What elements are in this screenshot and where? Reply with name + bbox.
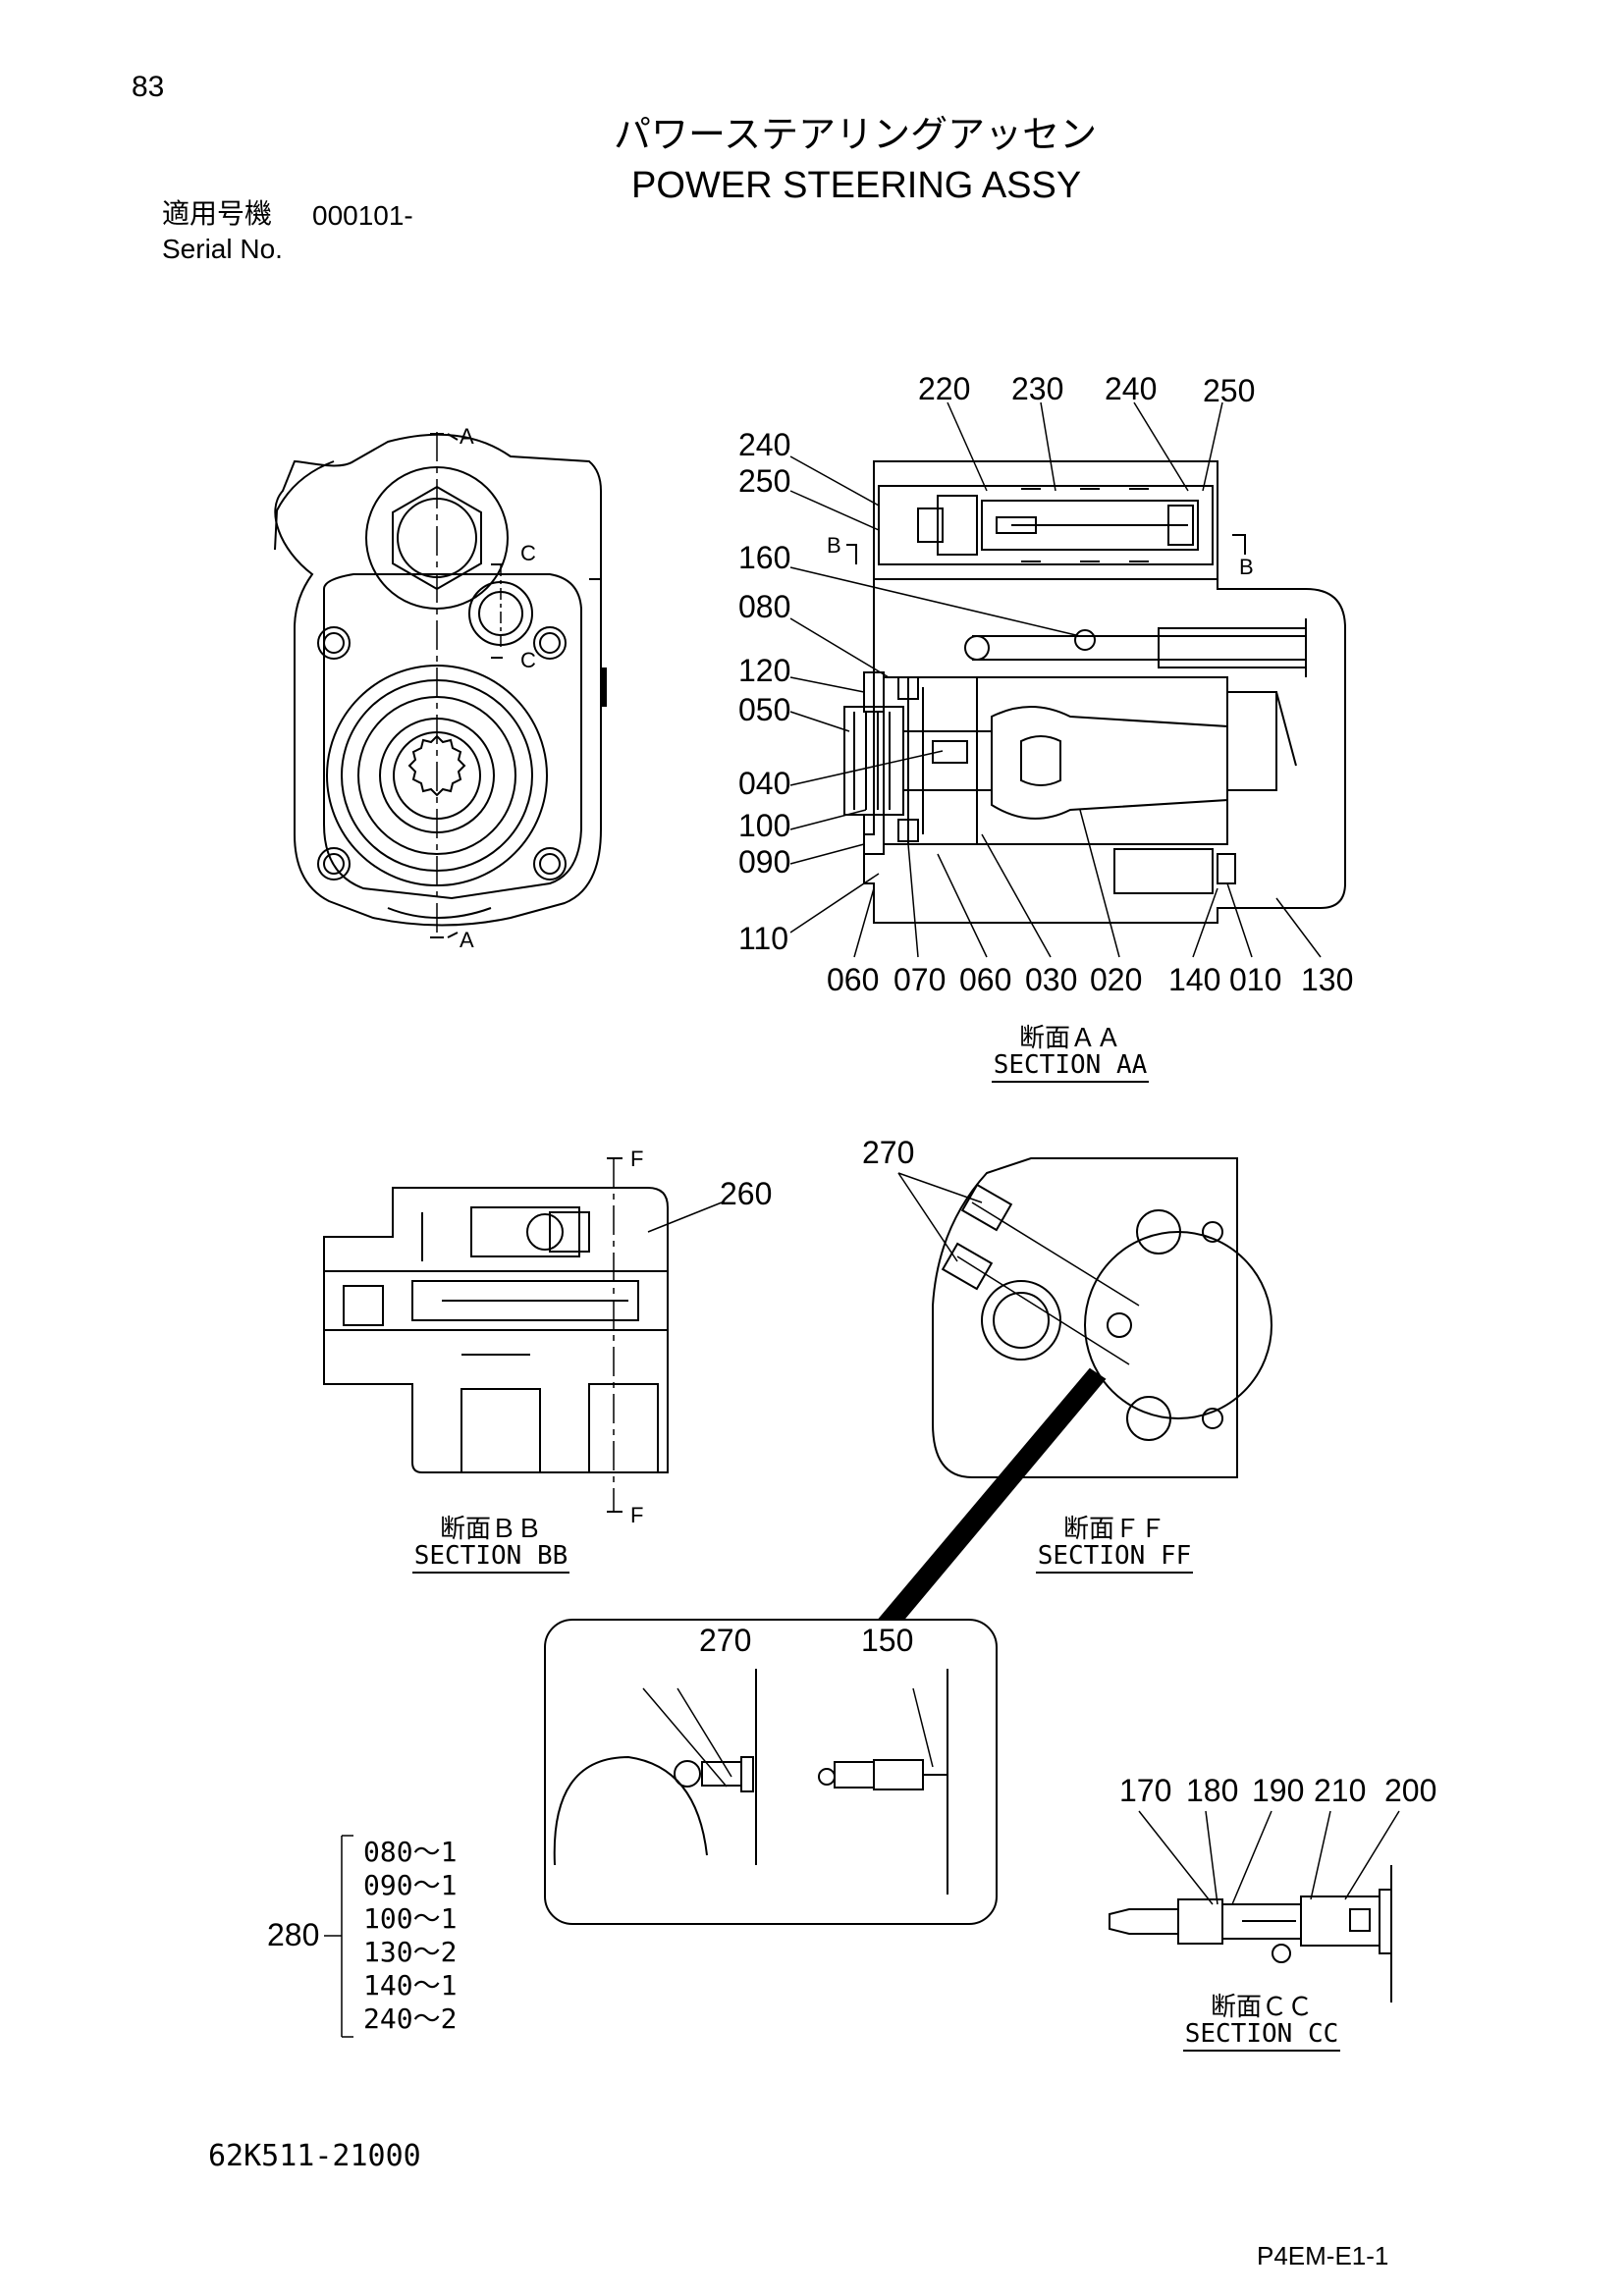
section-bb-label: 断面ＢＢ SECTION BB bbox=[403, 1515, 579, 1574]
callout-aa-bottom-3: 060 bbox=[959, 962, 1012, 997]
callout-aa-bottom-5: 020 bbox=[1090, 962, 1143, 997]
kit-number: 280 bbox=[267, 1917, 320, 1952]
marker-c-top: C bbox=[520, 541, 536, 565]
callout-detail-150: 150 bbox=[861, 1623, 914, 1658]
callout-aa-top-2: 230 bbox=[1011, 371, 1064, 406]
marker-c-bottom: C bbox=[520, 648, 536, 672]
kit-item: 100～1 bbox=[363, 1902, 458, 1935]
section-aa-label-jp: 断面ＡＡ bbox=[1018, 1024, 1121, 1053]
callout-detail-270: 270 bbox=[699, 1623, 752, 1658]
callout-bb-260: 260 bbox=[720, 1176, 773, 1211]
page-number: 83 bbox=[132, 71, 165, 103]
section-cc-label-en: SECTION CC bbox=[1182, 2021, 1341, 2052]
callout-aa-bottom-8: 130 bbox=[1301, 962, 1354, 997]
callout-aa-left-4: 080 bbox=[738, 589, 791, 624]
section-bb-label-en: SECTION BB bbox=[411, 1543, 570, 1574]
callout-aa-left-9: 090 bbox=[738, 844, 791, 880]
kit-item: 140～1 bbox=[363, 1969, 458, 2002]
section-cc-label-jp: 断面ＣＣ bbox=[1210, 1993, 1313, 2022]
callout-cc-210: 210 bbox=[1314, 1773, 1367, 1808]
callout-aa-bottom-4: 030 bbox=[1025, 962, 1078, 997]
detail-box bbox=[544, 1619, 998, 1925]
title-japanese: パワーステアリングアッセン bbox=[614, 113, 1098, 156]
callout-aa-top-4: 250 bbox=[1203, 373, 1256, 408]
kit-item: 130～2 bbox=[363, 1936, 458, 1968]
callout-aa-left-2: 250 bbox=[738, 463, 791, 499]
marker-a-bottom: A bbox=[460, 928, 474, 952]
marker-f-top: F bbox=[630, 1147, 644, 1171]
kit-items: 080～1 090～1 100～1 130～2 140～1 240～2 bbox=[363, 1836, 457, 2036]
callout-aa-left-7: 040 bbox=[738, 766, 791, 801]
serial-label-en: Serial No. bbox=[162, 234, 283, 264]
callout-aa-top-3: 240 bbox=[1105, 371, 1158, 406]
kit-bracket bbox=[324, 1835, 353, 2038]
section-ff-label-jp: 断面ＦＦ bbox=[1062, 1515, 1165, 1544]
section-aa-label: 断面ＡＡ SECTION AA bbox=[982, 1024, 1159, 1083]
section-ff-label: 断面ＦＦ SECTION FF bbox=[1026, 1515, 1203, 1574]
front-view bbox=[274, 432, 607, 938]
section-bb bbox=[323, 1157, 669, 1513]
callout-aa-bottom-2: 070 bbox=[893, 962, 947, 997]
section-cc-leaders bbox=[1138, 1810, 1400, 1905]
callout-aa-left-10: 110 bbox=[738, 921, 789, 956]
callout-cc-170: 170 bbox=[1119, 1773, 1172, 1808]
marker-f-bottom: F bbox=[630, 1503, 644, 1527]
callout-aa-left-5: 120 bbox=[738, 653, 791, 688]
section-ff-leader-2 bbox=[897, 1172, 958, 1262]
detail-pointer-arrow bbox=[876, 1367, 1107, 1621]
kit-item: 080～1 bbox=[363, 1836, 458, 1868]
title-english: POWER STEERING ASSY bbox=[631, 165, 1082, 206]
marker-a-top: A bbox=[460, 424, 474, 449]
marker-b-left: B bbox=[827, 533, 841, 558]
callout-cc-200: 200 bbox=[1384, 1773, 1437, 1808]
callout-aa-bottom-7: 010 bbox=[1229, 962, 1282, 997]
callout-aa-bottom-6: 140 bbox=[1168, 962, 1221, 997]
section-aa-label-en: SECTION AA bbox=[991, 1052, 1150, 1083]
callout-aa-left-6: 050 bbox=[738, 692, 791, 727]
section-cc bbox=[1109, 1865, 1392, 2002]
serial-label-jp: 適用号機 bbox=[162, 197, 273, 230]
callout-ff-270: 270 bbox=[862, 1135, 915, 1170]
section-aa bbox=[843, 460, 1346, 924]
callout-cc-190: 190 bbox=[1252, 1773, 1305, 1808]
section-cc-label: 断面ＣＣ SECTION CC bbox=[1173, 1993, 1350, 2052]
drawing-number: 62K511-21000 bbox=[208, 2139, 421, 2173]
callout-cc-180: 180 bbox=[1186, 1773, 1239, 1808]
marker-b-right: B bbox=[1239, 555, 1254, 579]
callout-aa-top-1: 220 bbox=[918, 371, 971, 406]
kit-item: 240～2 bbox=[363, 2002, 458, 2035]
section-aa-leaders bbox=[789, 401, 1322, 958]
section-bb-leader bbox=[647, 1201, 723, 1233]
page-code: P4EM-E1-1 bbox=[1257, 2241, 1389, 2270]
callout-aa-bottom-1: 060 bbox=[827, 962, 880, 997]
callout-aa-left-1: 240 bbox=[738, 427, 791, 462]
callout-aa-left-3: 160 bbox=[738, 540, 791, 575]
section-bb-label-jp: 断面ＢＢ bbox=[439, 1515, 542, 1544]
kit-item: 090～1 bbox=[363, 1869, 458, 1901]
section-ff bbox=[932, 1157, 1272, 1478]
callout-aa-left-8: 100 bbox=[738, 808, 791, 843]
section-ff-leader-1 bbox=[897, 1172, 983, 1203]
section-ff-label-en: SECTION FF bbox=[1035, 1543, 1194, 1574]
serial-value: 000101- bbox=[312, 200, 413, 231]
